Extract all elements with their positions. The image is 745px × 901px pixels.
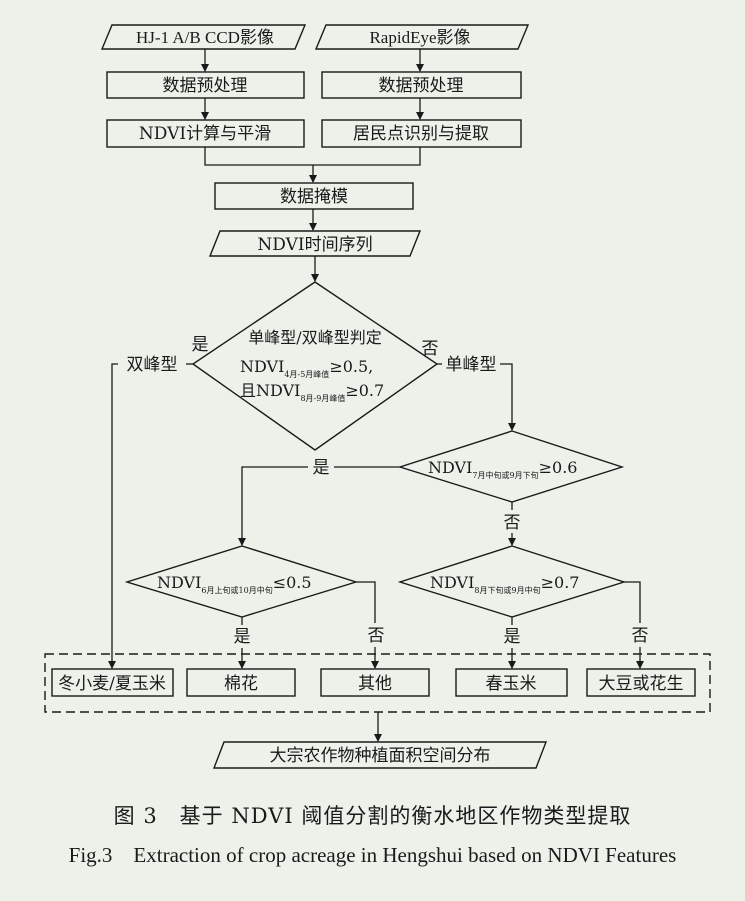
crop-box-4	[455, 668, 568, 697]
decision4-condition: NDVI8月下旬或9月中旬≥0.7	[430, 573, 579, 595]
decision1-title: 单峰型/双峰型判定	[248, 328, 381, 347]
connector	[238, 466, 308, 546]
crop-box-3	[320, 668, 430, 697]
connector	[624, 581, 641, 623]
settlement-label: 居民点识别与提取	[353, 124, 489, 144]
input-rapideye-shape	[314, 24, 530, 50]
caption-english: Fig.3 Extraction of crop acreage in Heng…	[68, 843, 677, 867]
decision3-condition: NDVI6月上旬或10月中旬≤0.5	[157, 573, 312, 595]
preprocess-right-box	[321, 71, 522, 99]
preprocess-right-label: 数据预处理	[379, 76, 464, 96]
caption-chinese: 图 3 基于 NDVI 阈值分割的衡水地区作物类型提取	[113, 804, 632, 828]
crop-box-2	[186, 668, 296, 697]
input-hj1-shape	[100, 24, 307, 50]
crop-label-4: 春玉米	[486, 674, 537, 694]
connector	[108, 363, 118, 669]
decision1-yes-result: 双峰型	[127, 355, 178, 375]
decision2-condition: NDVI7月中旬或9月下旬≥0.6	[428, 458, 577, 480]
crop-label-3: 其他	[358, 674, 392, 694]
decision2-no: 否	[504, 513, 521, 533]
decision1-line1: NDVI4月-5月峰值≥0.5,	[240, 357, 373, 379]
decision1-yes: 是	[192, 335, 209, 355]
settlement-box	[321, 119, 522, 148]
preprocess-left-label: 数据预处理	[163, 76, 248, 96]
decision4-no: 否	[632, 626, 649, 646]
decision3-no: 否	[368, 626, 385, 646]
input-hj1-label: HJ-1 A/B CCD影像	[136, 28, 274, 47]
output-shape	[212, 741, 548, 769]
connector	[500, 363, 516, 431]
crop-box-1	[51, 668, 174, 697]
mask-box	[214, 182, 414, 210]
decision1-diamond	[191, 281, 439, 451]
crop-label-5: 大豆或花生	[599, 674, 684, 694]
decision2-yes: 是	[313, 458, 330, 478]
decision3-yes: 是	[234, 627, 251, 647]
connector	[204, 147, 421, 166]
decision1-no-result: 单峰型	[446, 355, 497, 375]
ndvi-series-shape	[208, 230, 422, 257]
ndvi-series-label: NDVI时间序列	[257, 235, 372, 255]
input-rapideye-label: RapidEye影像	[369, 28, 470, 47]
output-label: 大宗农作物种植面积空间分布	[270, 746, 491, 766]
mask-label: 数据掩模	[280, 187, 348, 207]
crop-box-5	[586, 668, 696, 697]
ndvi-calc-label: NDVI计算与平滑	[139, 124, 271, 144]
decision1-no: 否	[422, 339, 439, 359]
decision4-yes: 是	[504, 627, 521, 647]
crop-label-1: 冬小麦/夏玉米	[58, 674, 166, 694]
connector	[356, 581, 376, 623]
crop-label-2: 棉花	[224, 674, 258, 694]
flowchart: HJ-1 A/B CCD影像 RapidEye影像 数据预处理 数据预处理 ND…	[44, 24, 711, 769]
decision1-line2: 且NDVI8月-9月峰值≥0.7	[240, 381, 384, 403]
